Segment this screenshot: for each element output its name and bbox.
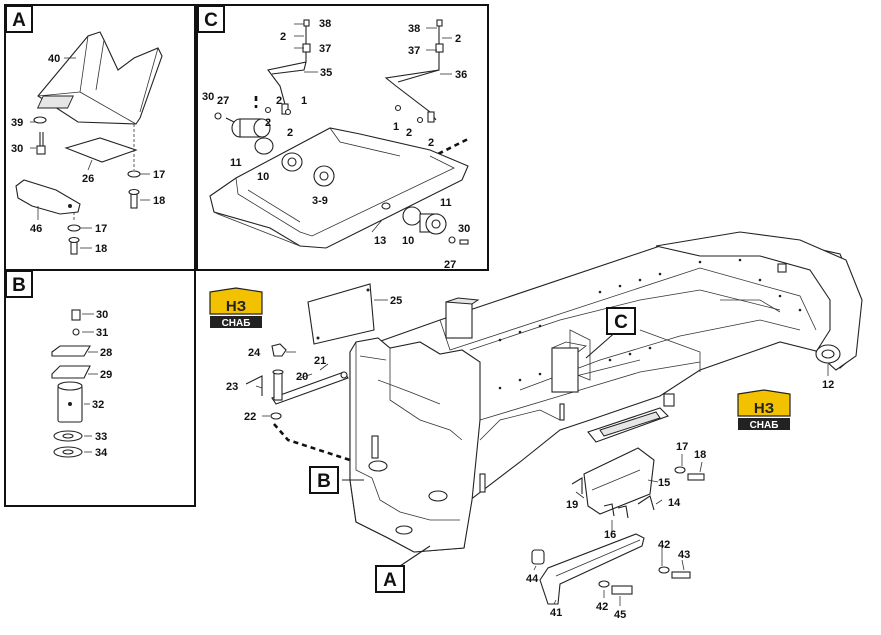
brand-logo-right: НЗ СНАБ [736, 389, 794, 432]
svg-text:A: A [383, 570, 397, 591]
label-42b: 42 [596, 601, 608, 613]
callout-c: C [606, 307, 636, 335]
label-24: 24 [248, 347, 261, 359]
label-b-33: 33 [95, 431, 107, 443]
label-c-30b: 30 [458, 223, 470, 235]
label-c-38a: 38 [319, 18, 331, 30]
label-40: 40 [48, 53, 60, 65]
label-c-2d: 2 [265, 117, 271, 129]
callout-a: A [375, 565, 405, 593]
label-23: 23 [226, 381, 238, 393]
label-c-27a: 27 [217, 95, 229, 107]
label-41: 41 [550, 607, 562, 619]
label-17: 17 [676, 441, 688, 453]
label-b-28: 28 [100, 347, 112, 359]
label-c-2b: 2 [455, 33, 461, 45]
svg-text:C: C [614, 312, 628, 333]
label-c-37b: 37 [408, 45, 420, 57]
label-c-1b: 1 [393, 121, 399, 133]
label-c-3-9: 3-9 [312, 195, 328, 207]
label-12: 12 [822, 379, 834, 391]
label-c-36: 36 [455, 69, 467, 81]
label-c-2f: 2 [406, 127, 412, 139]
label-18b: 18 [95, 243, 107, 255]
label-45: 45 [614, 609, 626, 621]
label-21: 21 [314, 355, 326, 367]
panel-b-tag: B [5, 270, 33, 298]
label-15: 15 [658, 477, 670, 489]
label-43: 43 [678, 549, 690, 561]
svg-text:СНАБ: СНАБ [222, 318, 251, 329]
panel-c-tag: C [197, 5, 225, 33]
label-c-10b: 10 [402, 235, 414, 247]
label-14: 14 [668, 497, 681, 509]
svg-text:C: C [204, 10, 218, 31]
label-22: 22 [244, 411, 256, 423]
label-20: 20 [296, 371, 308, 383]
label-18: 18 [694, 449, 706, 461]
svg-text:A: A [12, 10, 26, 31]
label-26: 26 [82, 173, 94, 185]
label-c-13: 13 [374, 235, 386, 247]
label-19: 19 [566, 499, 578, 511]
label-42a: 42 [658, 539, 670, 551]
label-b-31: 31 [96, 327, 108, 339]
label-44: 44 [526, 573, 539, 585]
label-c-27b: 27 [444, 259, 456, 271]
svg-text:НЗ: НЗ [754, 400, 774, 417]
label-c-38b: 38 [408, 23, 420, 35]
label-46: 46 [30, 223, 42, 235]
main-frame-drawing [245, 231, 863, 606]
panel-b-drawing [51, 309, 98, 458]
label-c-2a: 2 [280, 31, 286, 43]
label-17a: 17 [153, 169, 165, 181]
svg-text:B: B [317, 471, 331, 492]
brand-logo-left: НЗ СНАБ [208, 287, 266, 330]
panel-c-drawing [209, 19, 471, 249]
label-c-1a: 1 [301, 95, 307, 107]
label-c-11a: 11 [230, 157, 242, 169]
label-c-2c: 2 [276, 95, 282, 107]
panel-b-frame [4, 269, 196, 507]
callout-b: B [309, 466, 339, 494]
label-c-11b: 11 [440, 197, 452, 209]
label-18a: 18 [153, 195, 165, 207]
svg-text:НЗ: НЗ [226, 298, 246, 315]
label-b-30: 30 [96, 309, 108, 321]
label-c-37a: 37 [319, 43, 331, 55]
label-b-32: 32 [92, 399, 104, 411]
label-c-35: 35 [320, 67, 332, 79]
label-c-10a: 10 [257, 171, 269, 183]
label-b-29: 29 [100, 369, 112, 381]
label-c-2e: 2 [287, 127, 293, 139]
svg-text:СНАБ: СНАБ [750, 420, 779, 431]
panel-c-frame [196, 4, 489, 271]
label-c-2g: 2 [428, 137, 434, 149]
label-17b: 17 [95, 223, 107, 235]
label-39: 39 [11, 117, 23, 129]
label-b-34: 34 [95, 447, 108, 459]
panel-a-drawing [15, 31, 163, 255]
panel-a-tag: A [5, 5, 33, 33]
label-25: 25 [390, 295, 402, 307]
svg-text:B: B [12, 275, 26, 296]
label-30: 30 [11, 143, 23, 155]
label-16: 16 [604, 529, 616, 541]
label-c-30a: 30 [202, 91, 214, 103]
